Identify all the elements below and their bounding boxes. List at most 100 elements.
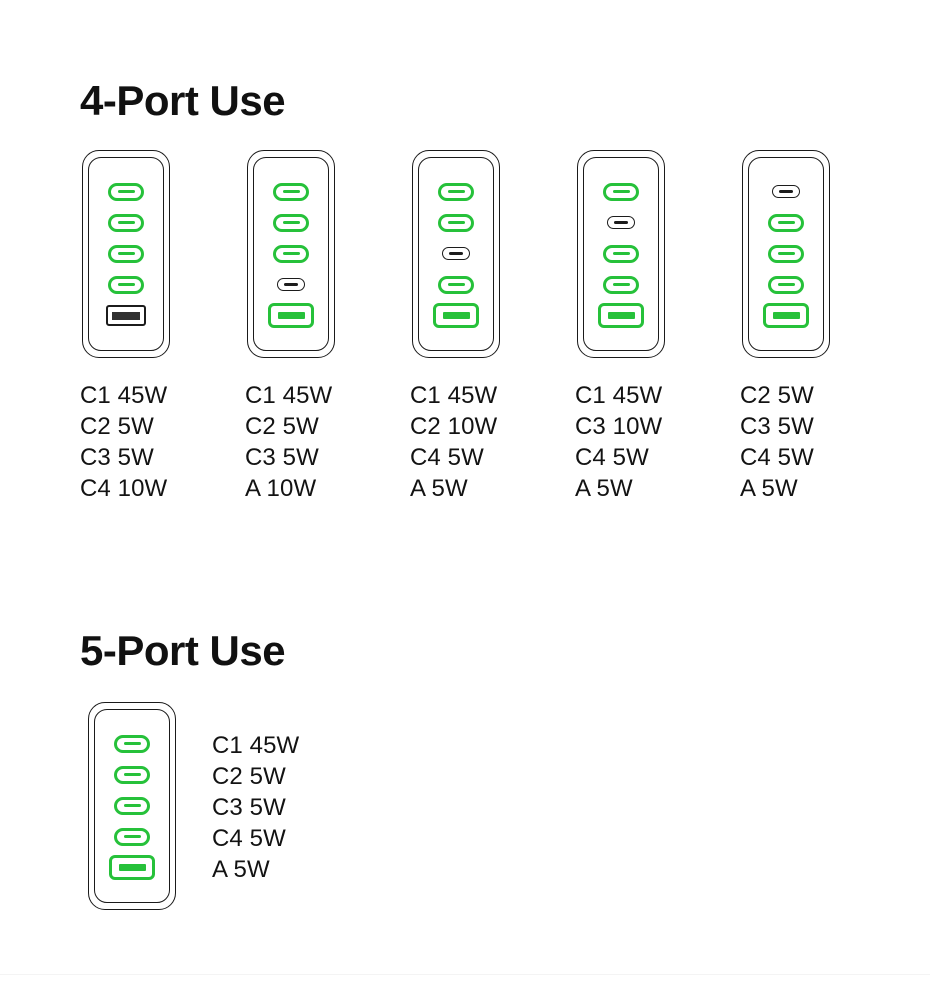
charger-illustration [577, 150, 665, 358]
port-slot [82, 176, 170, 207]
charger-port-stack [82, 176, 170, 331]
port-spec-line: C2 5W [212, 763, 286, 790]
port-slot [577, 238, 665, 269]
usb-c-port-active [114, 827, 150, 846]
port-slot [82, 238, 170, 269]
port-tongue-icon [123, 741, 141, 746]
port-tongue-icon [614, 221, 628, 224]
port-slot [88, 821, 176, 852]
charger-port-stack [577, 176, 665, 331]
port-tongue-icon [777, 251, 795, 256]
port-tongue-icon [777, 220, 795, 225]
port-spec-line: A 5W [410, 475, 468, 502]
port-spec-line: C1 45W [212, 732, 300, 759]
port-slot [742, 207, 830, 238]
port-tongue-icon [277, 312, 305, 319]
port-slot [577, 207, 665, 238]
port-slot [412, 207, 500, 238]
port-tongue-icon [284, 283, 298, 286]
usb-a-port-active [433, 303, 479, 328]
port-slot [82, 300, 170, 331]
port-spec-line: C2 5W [740, 382, 814, 409]
port-spec-line: C3 5W [212, 794, 286, 821]
port-spec-line: C4 5W [740, 444, 814, 471]
charger-illustration [82, 150, 170, 358]
port-spec-line: C2 5W [245, 413, 319, 440]
usb-c-port-active [768, 213, 804, 232]
port-slot [88, 852, 176, 883]
port-slot [742, 238, 830, 269]
port-tongue-icon [117, 251, 135, 256]
port-tongue-icon [447, 282, 465, 287]
bottom-divider [0, 974, 930, 975]
port-slot [82, 207, 170, 238]
port-spec-line: C1 45W [575, 382, 663, 409]
port-tongue-icon [779, 190, 793, 193]
port-slot [412, 176, 500, 207]
port-spec-line: C3 10W [575, 413, 663, 440]
port-spec-line: C2 5W [80, 413, 154, 440]
port-spec-list: C2 5W C3 5W C4 5W A 5W [740, 380, 814, 504]
charger-illustration [247, 150, 335, 358]
usb-c-port-active [114, 734, 150, 753]
port-slot [88, 728, 176, 759]
port-slot [82, 269, 170, 300]
port-tongue-icon [117, 189, 135, 194]
usb-c-port-active [108, 275, 144, 294]
port-spec-line: C3 5W [740, 413, 814, 440]
port-spec-line: C2 10W [410, 413, 498, 440]
port-slot [247, 238, 335, 269]
port-slot [247, 207, 335, 238]
charger-port-stack [247, 176, 335, 331]
usb-c-port-active [768, 275, 804, 294]
port-tongue-icon [117, 220, 135, 225]
usb-a-port-active [598, 303, 644, 328]
usb-a-port-inactive [106, 305, 146, 326]
usb-c-port-active [438, 182, 474, 201]
port-tongue-icon [442, 312, 470, 319]
usb-c-port-inactive [772, 185, 800, 198]
usb-c-port-active [768, 244, 804, 263]
port-slot [412, 300, 500, 331]
usb-a-port-active [763, 303, 809, 328]
port-slot [88, 790, 176, 821]
usb-c-port-inactive [442, 247, 470, 260]
port-tongue-icon [282, 220, 300, 225]
usb-c-port-inactive [277, 278, 305, 291]
port-slot [577, 176, 665, 207]
port-spec-line: A 5W [212, 856, 270, 883]
usb-c-port-inactive [607, 216, 635, 229]
port-slot [247, 300, 335, 331]
charger-port-stack [412, 176, 500, 331]
port-spec-line: C1 45W [80, 382, 168, 409]
port-tongue-icon [449, 252, 463, 255]
charger-cell: C2 5W C3 5W C4 5W A 5W [740, 150, 905, 504]
port-tongue-icon [112, 311, 140, 320]
charger-port-stack [88, 728, 176, 883]
port-slot [412, 269, 500, 300]
usb-c-port-active [108, 182, 144, 201]
port-spec-line: A 5W [740, 475, 798, 502]
section-title-four-port: 4-Port Use [80, 77, 286, 125]
port-slot [88, 759, 176, 790]
port-tongue-icon [118, 864, 146, 871]
usb-c-port-active [273, 244, 309, 263]
port-spec-line: C4 5W [410, 444, 484, 471]
port-spec-line: C1 45W [245, 382, 333, 409]
port-tongue-icon [123, 803, 141, 808]
usb-c-port-active [603, 244, 639, 263]
port-tongue-icon [447, 220, 465, 225]
port-tongue-icon [777, 282, 795, 287]
usb-c-port-active [273, 213, 309, 232]
port-tongue-icon [772, 312, 800, 319]
